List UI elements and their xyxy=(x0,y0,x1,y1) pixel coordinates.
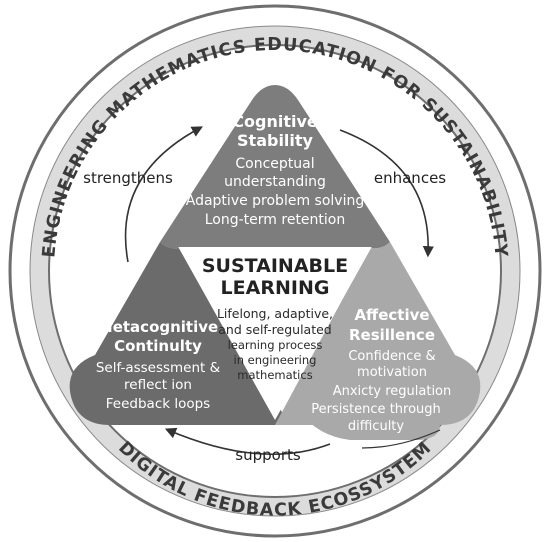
cognitive-title-2: Stability xyxy=(237,131,314,150)
affective-title-2: Resillence xyxy=(349,326,435,344)
affective-item-2: motivation xyxy=(357,365,427,380)
arrow-connector-right xyxy=(361,429,441,449)
center-body-3: learning process xyxy=(228,338,323,352)
cognitive-item-3: Adaptive problem solving xyxy=(186,193,364,209)
metacognitive-item-1: Self-assessment & xyxy=(96,360,221,376)
metacognitive-item-2: reflect ion xyxy=(124,377,192,393)
metacognitive-title-2: Continulty xyxy=(114,337,202,355)
affective-bulge xyxy=(300,412,440,440)
cognitive-item-1: Conceptual xyxy=(235,156,314,172)
metacognitive-title-1: Metacognitive xyxy=(98,318,218,336)
arrow-supports xyxy=(164,427,331,455)
center-body-1: Lifelong, adaptive, xyxy=(217,306,333,321)
cognitive-title-1: Cognitive xyxy=(232,112,318,131)
center-body-2: and self-regulated xyxy=(218,322,331,337)
cognitive-item-2: understanding xyxy=(224,174,326,190)
arrow-enhances xyxy=(339,129,434,258)
affective-title-1: Affective xyxy=(354,306,429,324)
metacognitive-item-3: Feedback loops xyxy=(106,396,210,412)
center-body-4: in engineering xyxy=(234,353,317,367)
center-title-2: LEARNING xyxy=(221,277,330,299)
arrow-label-strengthens: strengthens xyxy=(83,169,173,187)
affective-item-3: Anxicty regulation xyxy=(333,384,452,399)
center-triangle xyxy=(178,247,372,421)
center-body-5: mathematics xyxy=(237,368,312,382)
arrow-strengthens xyxy=(124,126,203,263)
arrow-label-enhances: enhances xyxy=(374,169,446,187)
affective-segment xyxy=(275,242,481,425)
affective-item-5: difficulty xyxy=(348,419,405,434)
metacognitive-segment xyxy=(69,242,291,425)
affective-item-4: Persistence through xyxy=(311,402,441,417)
cognitive-item-4: Long-term retention xyxy=(205,212,346,228)
affective-item-1: Confidence & xyxy=(348,349,435,364)
cognitive-segment xyxy=(160,85,390,249)
arrow-label-supports: supports xyxy=(235,446,301,464)
center-title-1: SUSTAINABLE xyxy=(202,255,348,277)
